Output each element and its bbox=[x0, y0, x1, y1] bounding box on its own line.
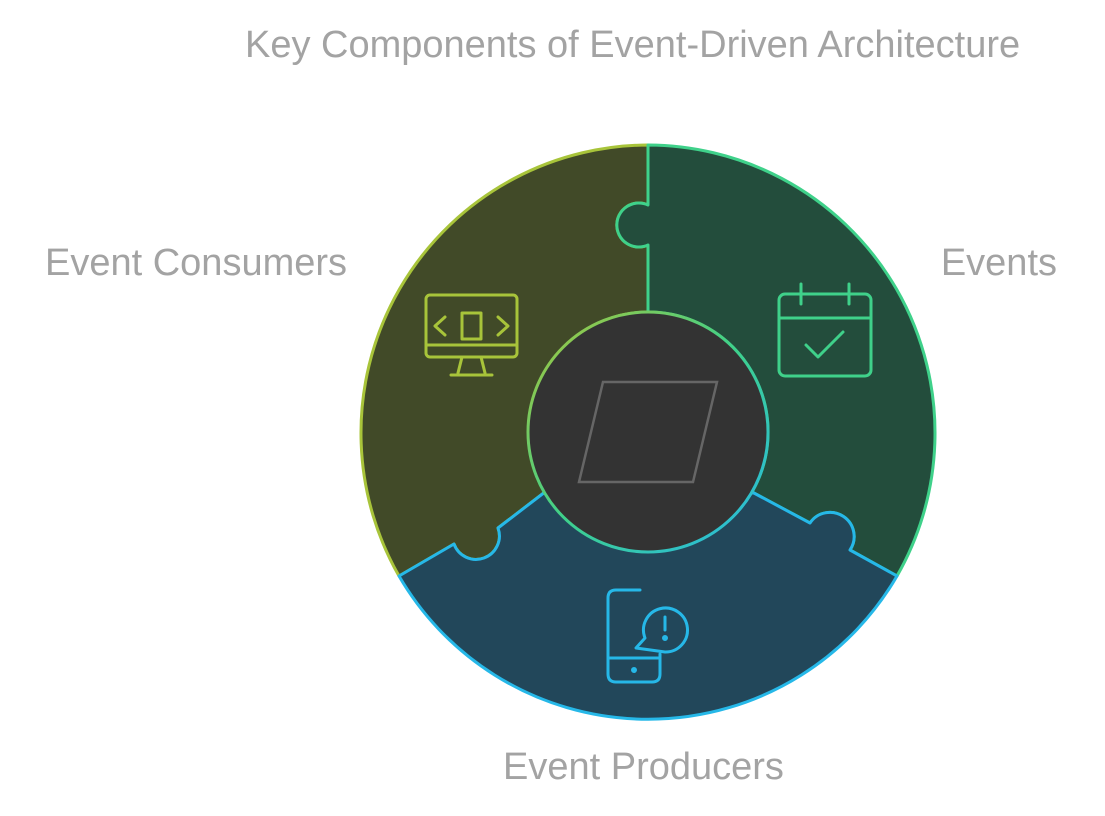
diagram-title: Key Components of Event-Driven Architect… bbox=[245, 24, 1021, 66]
label-events: Events bbox=[940, 242, 1057, 284]
center-hub bbox=[526, 310, 770, 554]
label-event-producers: Event Producers bbox=[503, 746, 784, 788]
parallelogram-icon bbox=[577, 380, 719, 484]
label-event-consumers: Event Consumers bbox=[45, 242, 348, 284]
segment-event-producers bbox=[397, 490, 899, 721]
monitor-code-icon bbox=[424, 293, 519, 377]
calendar-check-icon bbox=[777, 282, 873, 378]
smartphone-alert-icon bbox=[606, 588, 689, 684]
